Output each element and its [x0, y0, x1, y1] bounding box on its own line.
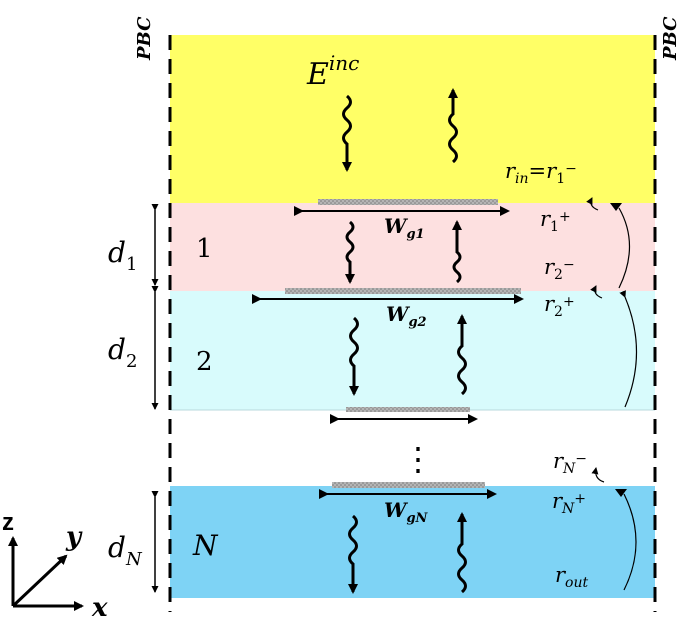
d2-label: d2: [108, 333, 137, 372]
r-in-curl-arrow: [586, 197, 599, 211]
dn-label: dN: [108, 531, 143, 570]
interface-n-marker: [615, 489, 627, 497]
grating-n-width-label: WgN: [384, 498, 429, 526]
grating-1: [318, 199, 498, 205]
layer-2-coupling-arc: [619, 290, 638, 408]
r-out-label: rout: [555, 563, 588, 591]
grating-2-width-label: Wg2: [386, 302, 427, 330]
d1-label: d1: [108, 236, 137, 275]
layer-2-down-wave-arrow: [349, 316, 359, 396]
incident-down-wave-arrow: [342, 94, 352, 172]
layer-1-coupling-arc: [618, 207, 631, 289]
z-axis-label: z: [2, 509, 14, 536]
rn-plus-label: rN+: [552, 489, 586, 517]
layer-1-region: [170, 203, 655, 291]
layer-2-up-wave-arrow: [457, 314, 467, 396]
incident-field-label: Einc: [306, 51, 359, 92]
pbc-left-label: PBC: [134, 16, 155, 61]
layer-1-up-wave-arrow: [452, 220, 462, 284]
r2-plus-label: r2+: [544, 292, 575, 320]
y-axis: [11, 554, 68, 608]
incident-region: [170, 35, 655, 203]
layer-n-down-wave-arrow: [348, 514, 358, 594]
layer-1-label: 1: [196, 234, 213, 264]
grating-3: [346, 407, 470, 412]
layer-2-region: [170, 291, 655, 410]
incident-up-wave-arrow: [448, 88, 458, 164]
grating-2: [285, 288, 521, 294]
r-in-label: rin=r1−: [505, 159, 577, 187]
layer-n-up-wave-arrow: [457, 512, 467, 594]
y-axis-label: y: [65, 522, 83, 552]
pbc-right-label: PBC: [660, 16, 681, 61]
layer-1-down-wave-arrow: [345, 220, 355, 284]
rn-minus-curl-arrow: [591, 467, 605, 483]
vertical-ellipsis: ⋮: [402, 440, 434, 478]
layer-n-region: [170, 486, 655, 598]
rn-minus-label: rN−: [553, 449, 587, 477]
coordinate-axes: z y x: [2, 509, 108, 623]
interface-1-marker: [610, 203, 622, 211]
layer-n-label: N: [192, 529, 219, 562]
grating-1-width-label: Wg1: [384, 214, 425, 242]
layer-n-coupling-arc: [623, 493, 637, 591]
x-axis-label: x: [91, 593, 108, 623]
grating-n: [332, 482, 485, 488]
layer-2-label: 2: [196, 347, 213, 377]
r2-minus-label: r2−: [544, 255, 575, 283]
r2-minus-curl-arrow: [590, 285, 603, 299]
r1-plus-label: r1+: [540, 207, 571, 235]
